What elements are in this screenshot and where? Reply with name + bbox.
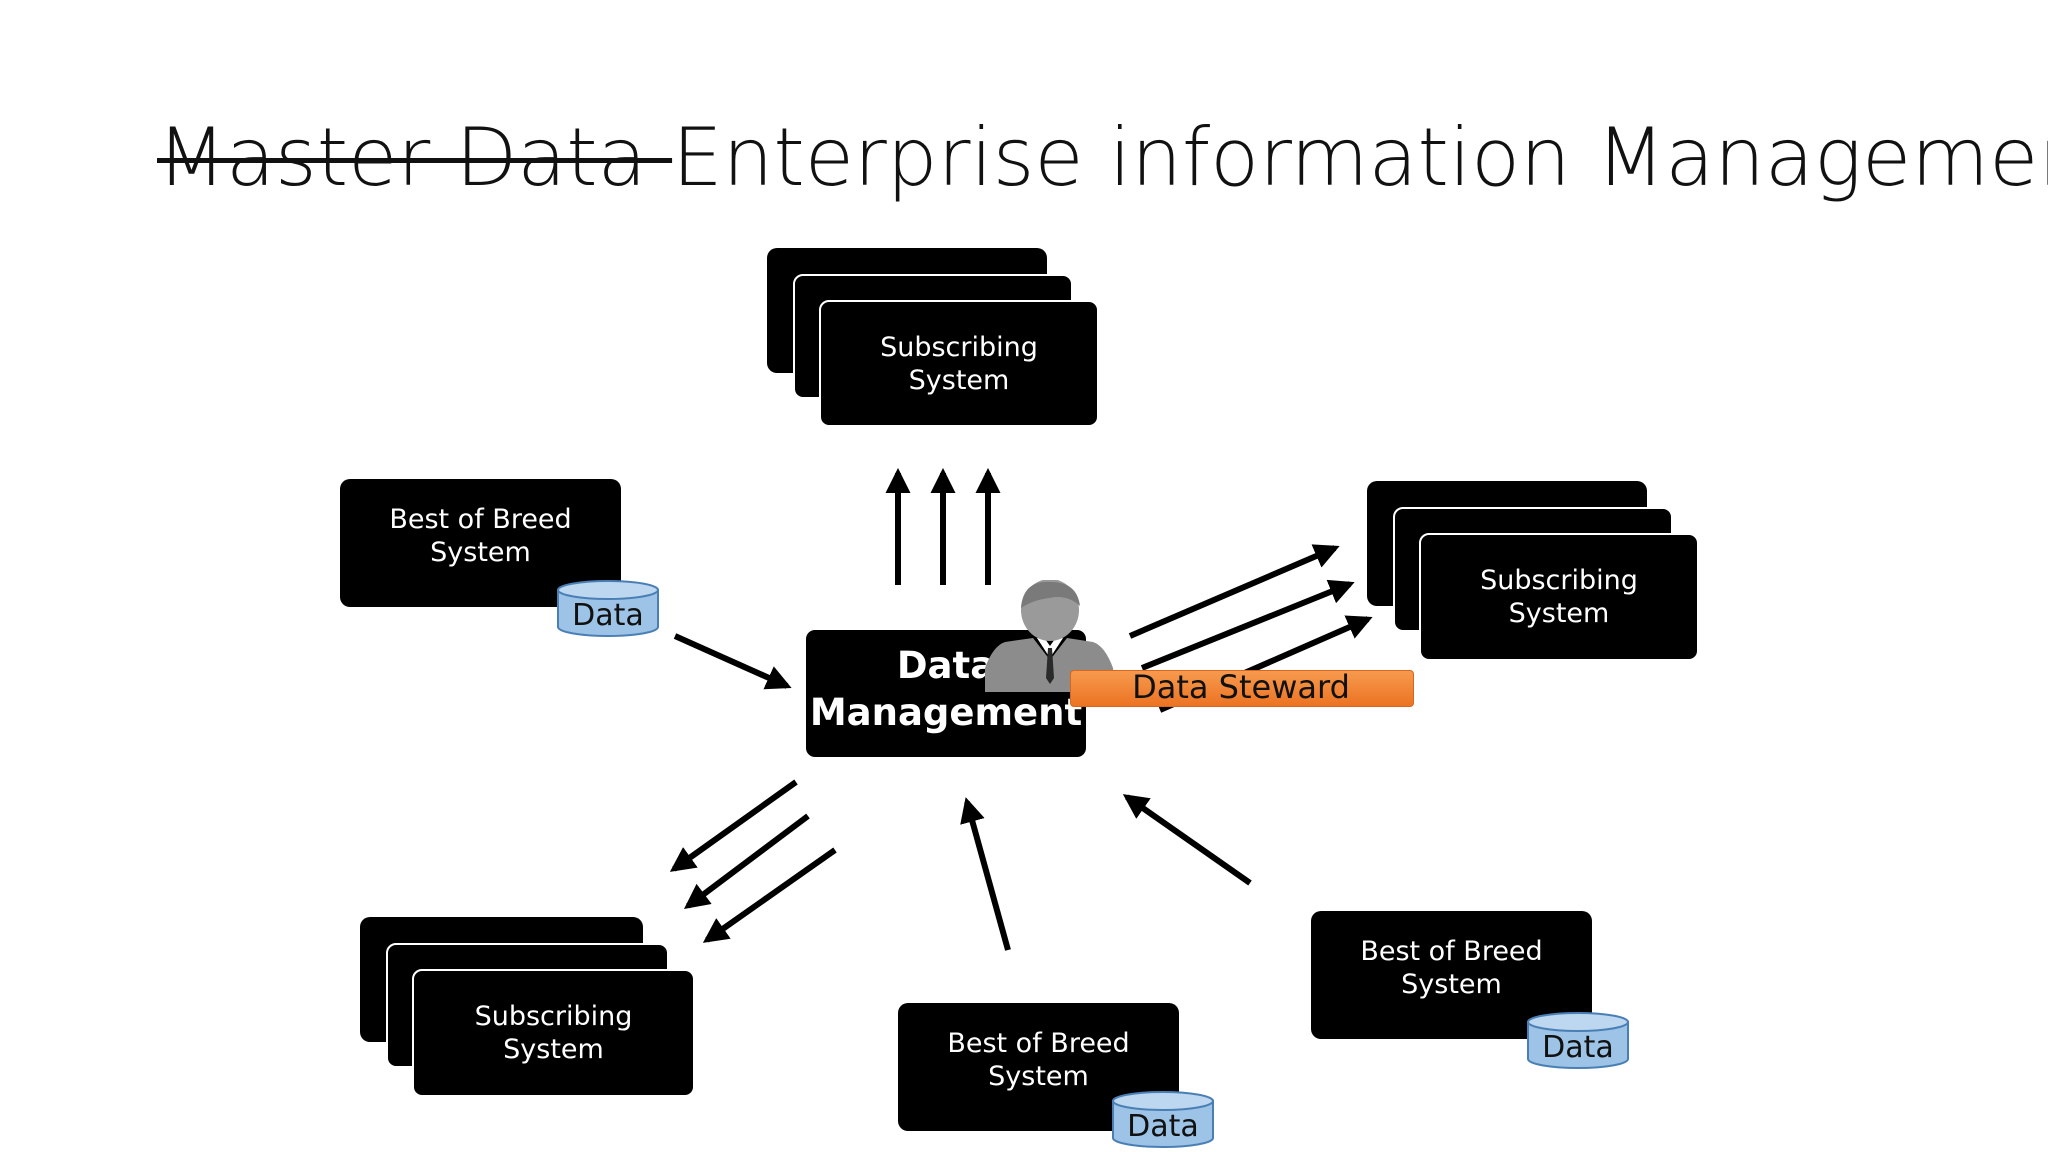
card-front [1419,533,1699,661]
data-label: Data [1542,1030,1614,1065]
subscribing-system-label: Subscribing System [819,300,1099,427]
best-of-breed-label: Best of Breed System [340,492,621,580]
arrow-bob-top-left [673,633,792,690]
arrow-down-left-2 [683,813,810,910]
arrow-bob-bottom-right [1122,794,1252,886]
best-of-breed-label: Best of Breed System [1311,924,1592,1012]
label-line-2: System [988,1061,1089,1092]
database-icon: Data [556,580,660,638]
arrow-right-1 [1128,544,1340,639]
data-label: Data [572,598,644,633]
label-line-2: Management [809,691,1083,734]
data-steward-bar [1070,670,1414,707]
arrow-down-left-1 [669,779,798,872]
subscribing-system-label: Subscribing System [412,969,695,1097]
label-line-1: Best of Breed [1360,936,1543,967]
data-steward-label: Data Steward [1132,668,1350,706]
data-management-label: Data Management [806,642,1086,736]
arrow-right-2 [1140,579,1355,671]
label-line-1: Best of Breed [947,1028,1130,1059]
title-main-text: Enterprise information Management [672,111,2048,204]
label-line-2: System [430,537,531,568]
label-line-2: System [503,1034,604,1065]
data-label: Data [1127,1109,1199,1144]
page-title: Master Data Enterprise information Manag… [157,110,2048,206]
title-struck-text: Master Data [157,111,673,204]
card-front [412,969,695,1097]
label-line-1: Subscribing [474,1001,633,1032]
label-line-1: Subscribing [1480,565,1638,596]
label-line-2: System [908,364,1010,396]
label-line-1: Subscribing [880,331,1038,363]
card-front [819,300,1099,427]
label-line-2: System [1508,598,1610,629]
label-line-1: Data [896,644,996,687]
database-icon: Data [1526,1012,1630,1070]
label-line-1: Best of Breed [389,504,572,535]
database-icon: Data [1111,1091,1215,1149]
best-of-breed-label: Best of Breed System [898,1016,1179,1104]
arrow-bob-bottom-middle [960,797,1011,951]
arrow-down-left-3 [702,847,837,943]
subscribing-system-label: Subscribing System [1419,533,1699,661]
label-line-2: System [1401,969,1502,1000]
